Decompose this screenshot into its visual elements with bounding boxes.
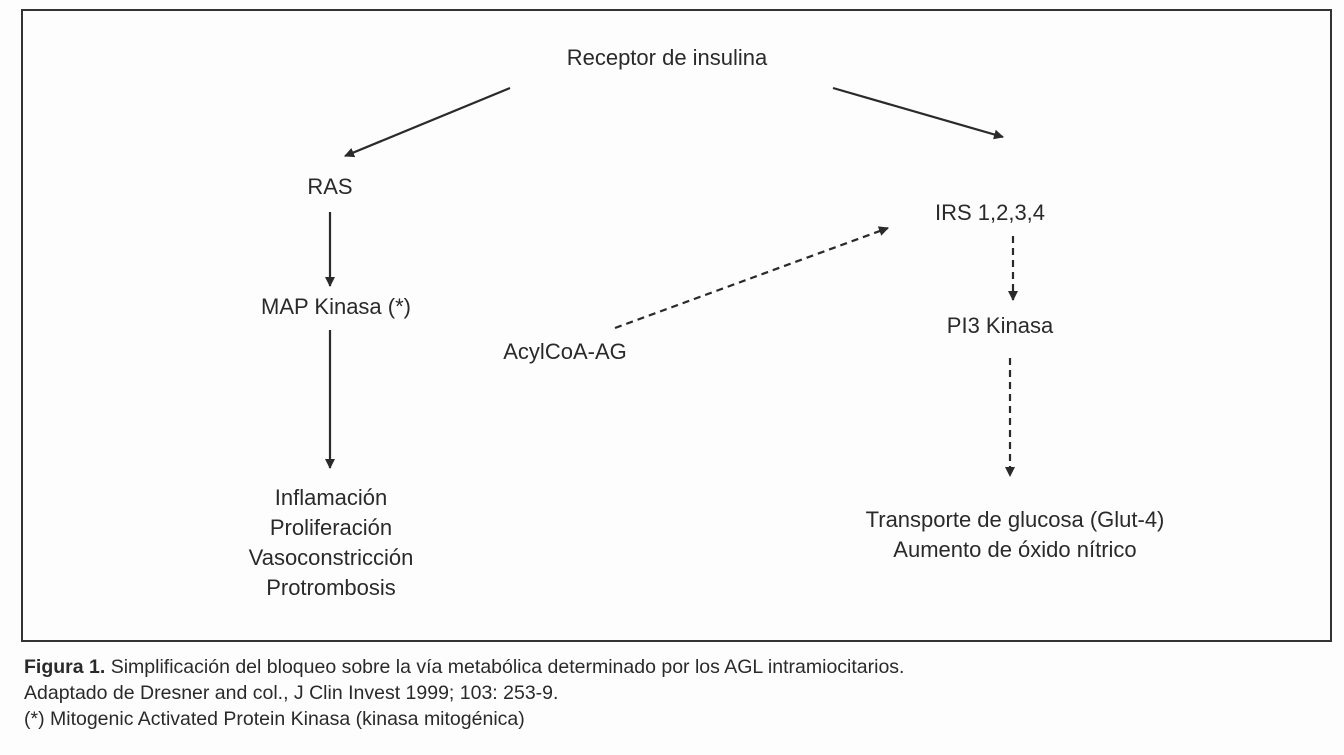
right-outcomes: Transporte de glucosa (Glut-4) Aumento d… [866,505,1165,565]
caption-label: Figura 1. [24,656,106,678]
caption-text: Simplificación del bloqueo sobre la vía … [105,656,905,678]
dashed-arrow-acylcoa-to-irs [614,226,889,330]
arrow-receptor-to-irs [832,86,1004,140]
outcome: Protrombosis [266,575,396,600]
figure-frame [21,9,1332,642]
node-irs: IRS 1,2,3,4 [934,200,1046,225]
outcome: Transporte de glucosa (Glut-4) [865,507,1165,532]
outcome: Vasoconstricción [248,545,414,570]
outcome: Inflamación [274,485,388,510]
node-receptor: Receptor de insulina [566,45,768,70]
arrow-receptor-to-ras [344,86,511,158]
node-acylcoa: AcylCoA-AG [503,339,627,364]
caption-line-3: (*) Mitogenic Activated Protein Kinasa (… [24,708,525,730]
caption-line-2: Adaptado de Dresner and col., J Clin Inv… [24,682,559,704]
outcome: Aumento de óxido nítrico [893,537,1137,562]
caption-line-1: Figura 1. Simplificación del bloqueo sob… [24,654,904,680]
outcome: Proliferación [269,515,393,540]
node-pi3: PI3 Kinasa [946,313,1054,338]
node-ras: RAS [307,174,353,199]
left-outcomes: Inflamación Proliferación Vasoconstricci… [249,483,414,603]
node-map-kinasa: MAP Kinasa (*) [261,294,411,319]
